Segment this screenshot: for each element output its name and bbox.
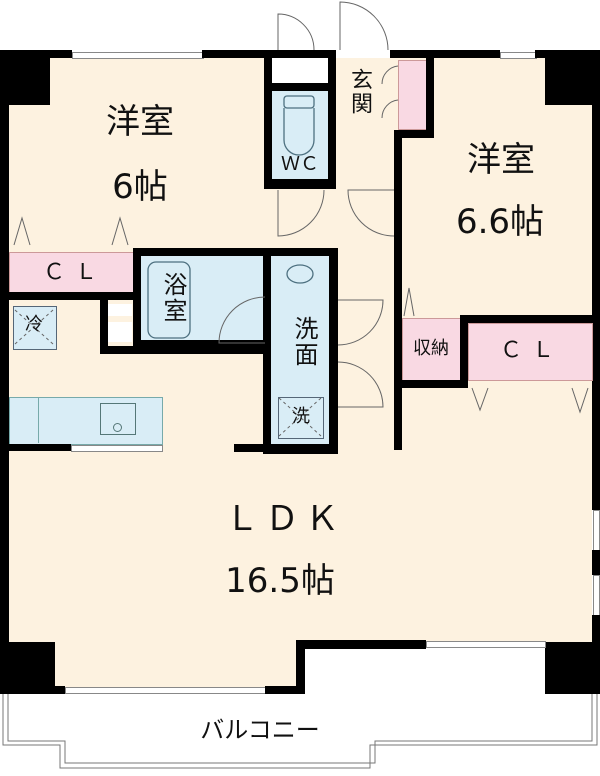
shoe-cabinet-wall: [426, 58, 434, 138]
shoe-cabinet-wall-bottom: [398, 130, 434, 138]
western-room-1-name: 洋室: [106, 102, 174, 142]
pillar-bottom-left: [0, 642, 55, 694]
storage-wall-bottom: [402, 380, 468, 388]
floor-western-room-1: [8, 58, 266, 250]
washroom-label: 洗面: [290, 316, 318, 368]
entry-vestibule: [270, 58, 330, 83]
bath-label: 浴室: [159, 272, 187, 324]
sink-drain: [113, 423, 122, 432]
wall-ldk-bottom: [296, 640, 426, 649]
closet-1-label: ＣＬ: [42, 260, 107, 285]
closet-1-wall-bottom: [9, 292, 141, 300]
storage-label: 収納: [413, 338, 449, 359]
closet-2-wall: [460, 315, 592, 323]
pipe-space-2: [108, 322, 132, 342]
balcony-label: バルコニー: [200, 716, 320, 744]
ldk-size: 16.5帖: [225, 561, 335, 601]
washing-machine-icon: 洗: [292, 406, 310, 427]
kitchen-counter: [9, 397, 163, 445]
pillar-top-left: [0, 50, 50, 105]
washroom: [271, 256, 329, 446]
western-room-1-size: 6帖: [112, 167, 168, 207]
pillar-top-right: [545, 50, 600, 105]
outer-wall-left: [0, 50, 9, 690]
wall-bottom-step: [265, 686, 305, 694]
window-ldk-bottom: [426, 641, 546, 648]
outer-wall-top-right: [390, 50, 500, 58]
wc-room: [272, 91, 328, 179]
bath-room: [141, 256, 265, 340]
closet-2: [468, 323, 593, 381]
washing-machine-space: [278, 397, 324, 439]
pipe-wall-bottom: [100, 346, 270, 354]
kitchen-wall-low: [71, 445, 163, 452]
western-room-2-size: 6.6帖: [455, 202, 545, 242]
wall-bottom-left: [55, 686, 65, 694]
wash-wall-low: [234, 444, 334, 452]
pillar-bottom-right: [545, 642, 600, 694]
wall-bottom-step-v: [296, 640, 305, 694]
entrance-label: 玄関: [347, 68, 372, 116]
pipe-wall: [100, 300, 108, 354]
ldk-name: ＬＤＫ: [225, 499, 345, 539]
kitchen-divider: [38, 397, 39, 443]
pipe-space-1: [108, 304, 132, 316]
floor-ldk-bottom: [8, 645, 304, 690]
closet-2-wall-left: [460, 315, 468, 388]
outer-wall-right-mid: [592, 550, 600, 575]
sink: [100, 403, 136, 435]
western-room-2-name: 洋室: [467, 140, 535, 180]
wc-left-wall: [264, 50, 272, 90]
outer-wall-right: [592, 50, 600, 510]
closet-2-label: ＣＬ: [499, 338, 564, 363]
hall-right-wall: [394, 130, 402, 450]
refrigerator-icon: 冷: [25, 314, 43, 335]
toilet-label: ＷＣ: [280, 153, 319, 175]
wc-right-wall: [328, 50, 336, 90]
closet-1: [9, 252, 135, 294]
kitchen-wall: [9, 444, 71, 451]
